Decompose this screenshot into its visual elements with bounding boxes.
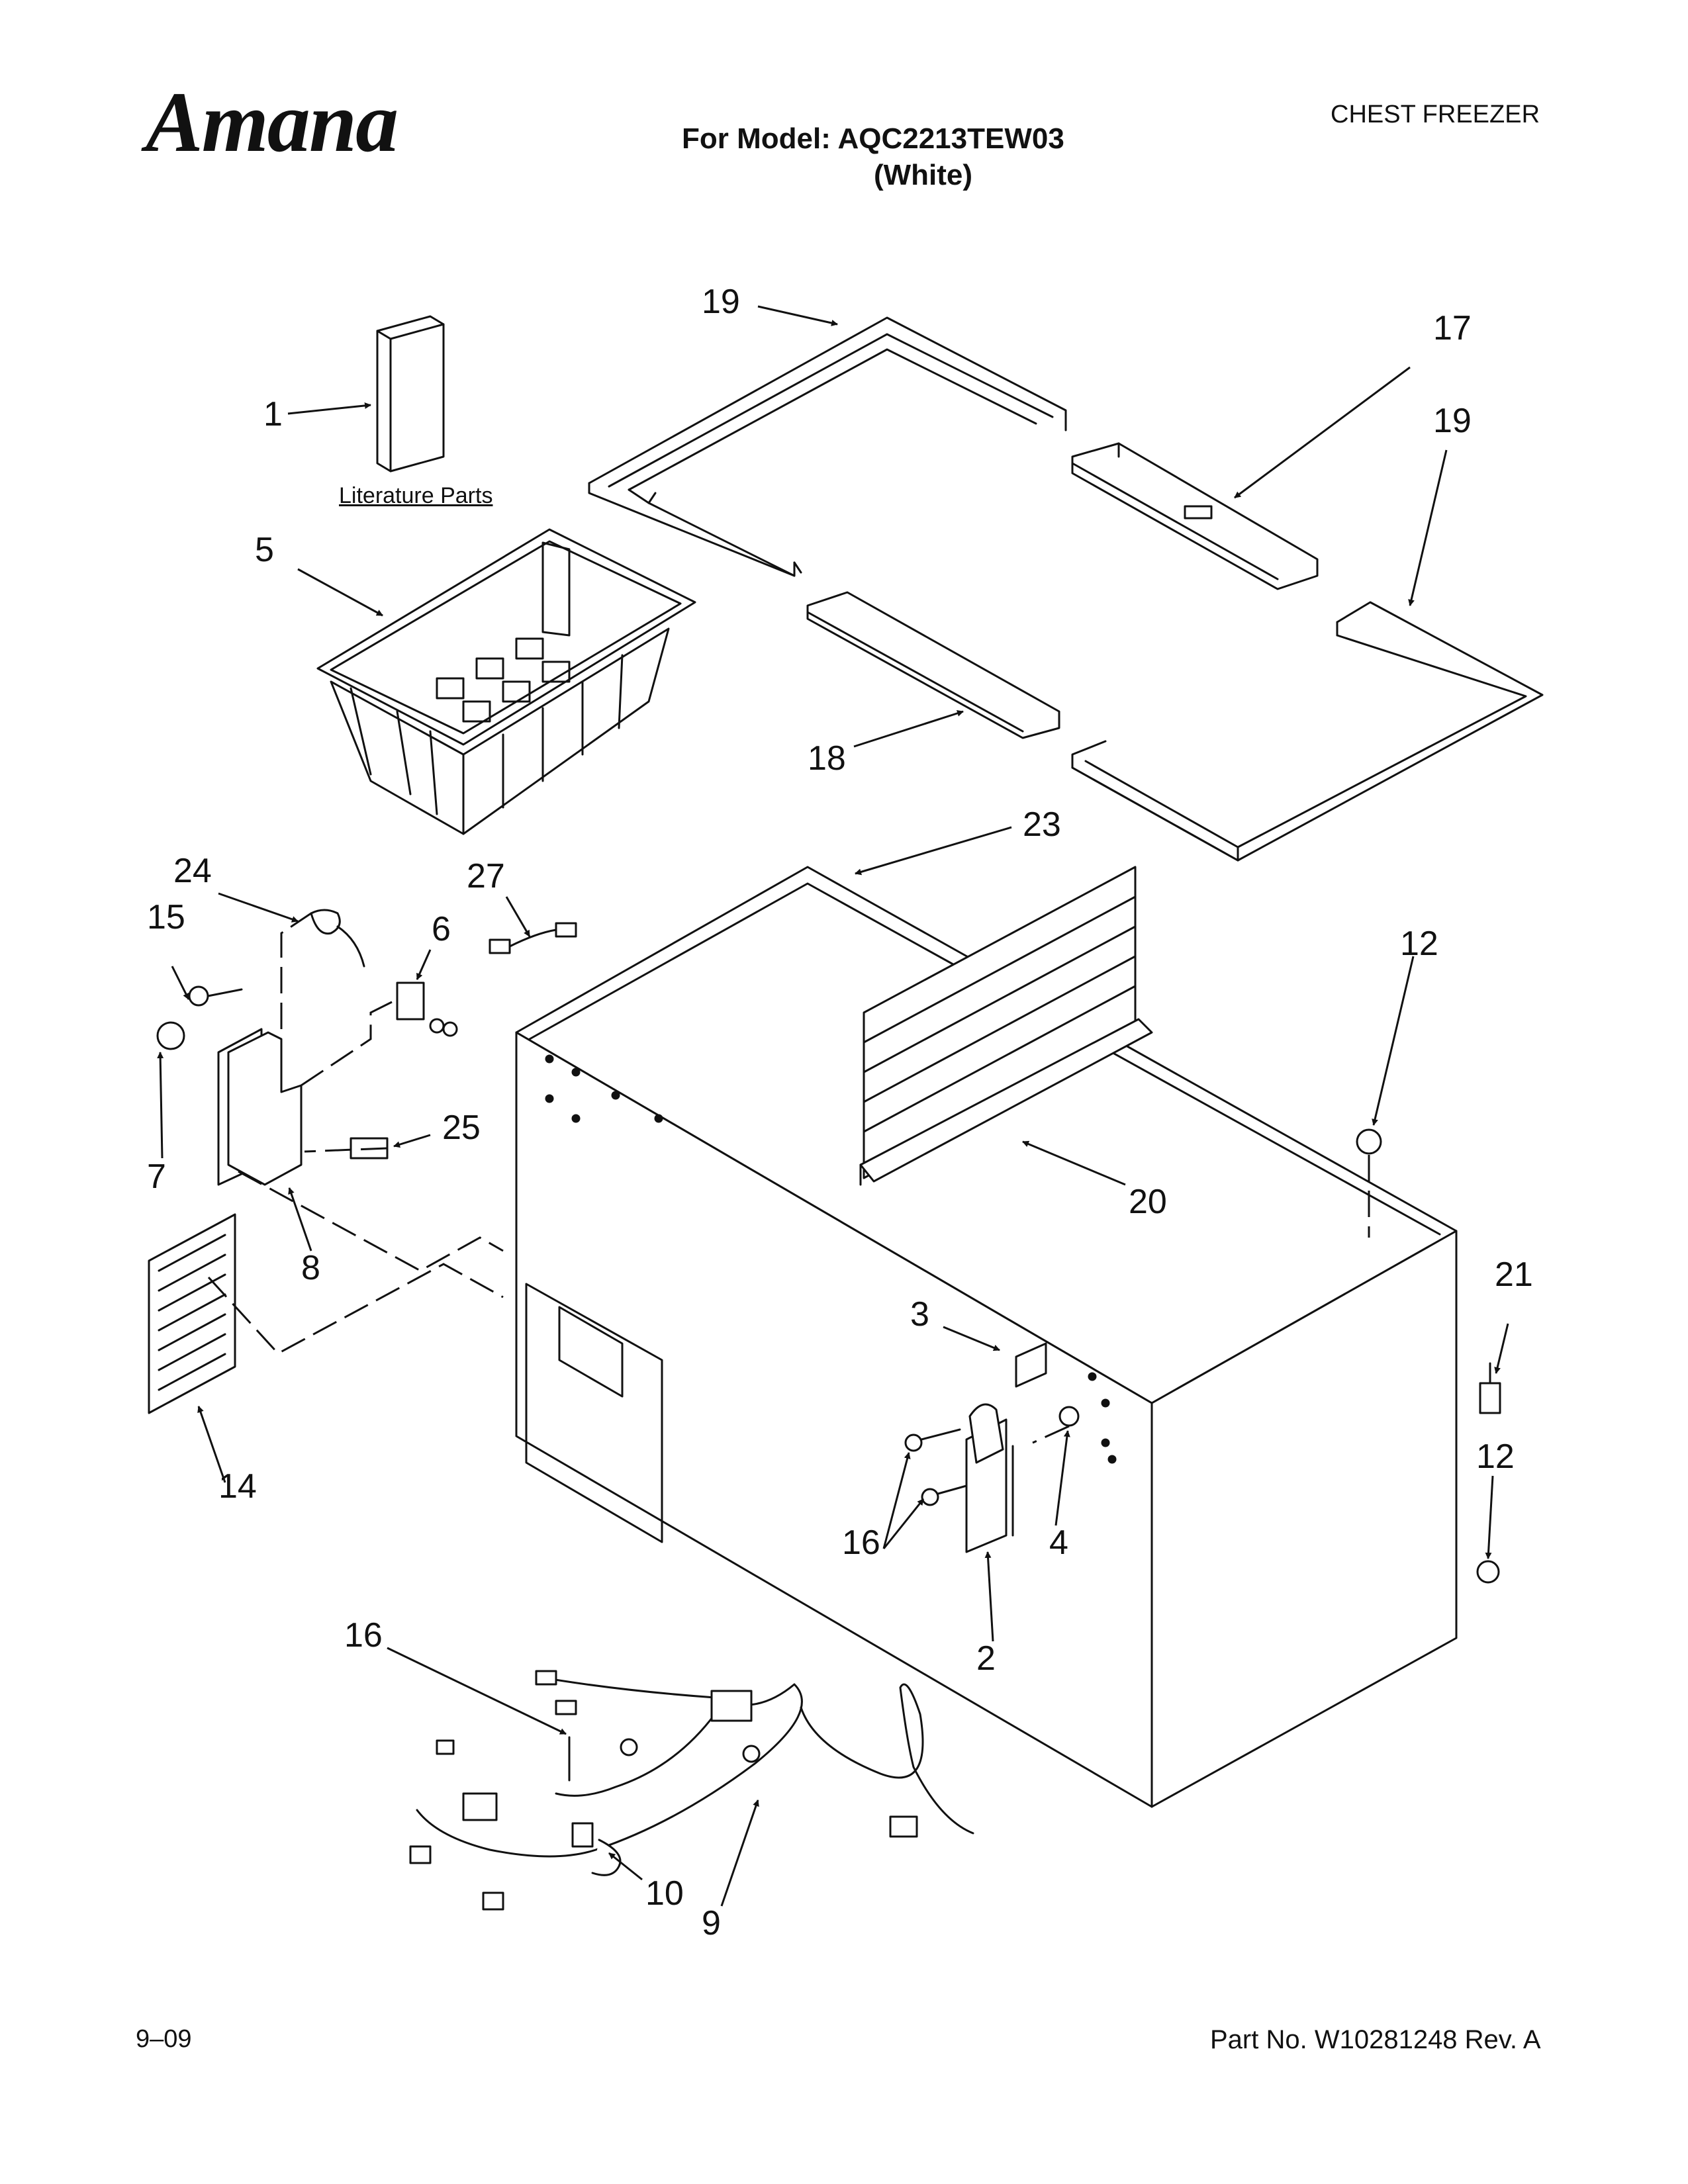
callout-23: 23: [1023, 805, 1061, 844]
literature-booklet: [377, 316, 444, 471]
callout-2: 2: [976, 1639, 996, 1678]
callout-4: 4: [1049, 1524, 1068, 1562]
lid-gasket-center-piece: [1072, 443, 1317, 589]
callout-14: 14: [218, 1467, 257, 1506]
storage-basket: [318, 529, 695, 834]
lid-gasket-section-right: [1072, 602, 1542, 860]
wiring-harness: [410, 1671, 973, 1909]
revision-date: 9–09: [136, 2025, 192, 2053]
callout-19-right: 19: [1433, 402, 1472, 440]
callout-10: 10: [645, 1874, 684, 1913]
brand-logo: Amana: [146, 75, 399, 170]
callout-20: 20: [1129, 1183, 1167, 1221]
callout-18: 18: [808, 739, 846, 778]
callout-5: 5: [255, 531, 274, 569]
lid-gasket-lower-piece: [808, 592, 1059, 738]
callout-16-hinge: 16: [842, 1524, 880, 1562]
part-number: Part No. W10281248 Rev. A: [1210, 2025, 1541, 2054]
callout-27: 27: [467, 857, 505, 895]
product-type: CHEST FREEZER: [1331, 101, 1540, 128]
hardware-pieces: [906, 1130, 1500, 1582]
callout-25: 25: [442, 1109, 481, 1147]
literature-parts-label: Literature Parts: [339, 483, 493, 508]
freezer-cabinet: [516, 867, 1456, 1807]
callout-12-lower: 12: [1476, 1437, 1515, 1476]
callout-8: 8: [301, 1249, 320, 1287]
callout-9: 9: [702, 1904, 721, 1942]
cabinet-divider: [861, 867, 1152, 1185]
lid-gasket-section-left: [589, 318, 1066, 576]
callout-16-harness: 16: [344, 1616, 383, 1655]
hinge-assembly: [966, 1343, 1078, 1552]
callout-24: 24: [173, 852, 212, 890]
callout-12-upper: 12: [1400, 925, 1438, 963]
callout-1: 1: [263, 395, 283, 433]
callout-3: 3: [910, 1295, 929, 1334]
callout-7: 7: [147, 1158, 166, 1196]
callout-6: 6: [432, 910, 451, 948]
callout-15: 15: [147, 898, 185, 936]
callout-21: 21: [1495, 1255, 1533, 1294]
vent-grille: [149, 1214, 235, 1413]
model-title: For Model: AQC2213TEW03: [682, 122, 1064, 155]
callout-19-top: 19: [702, 283, 740, 321]
model-variant: (White): [874, 159, 973, 191]
callout-17: 17: [1433, 309, 1472, 347]
electrical-components: [158, 910, 576, 1185]
